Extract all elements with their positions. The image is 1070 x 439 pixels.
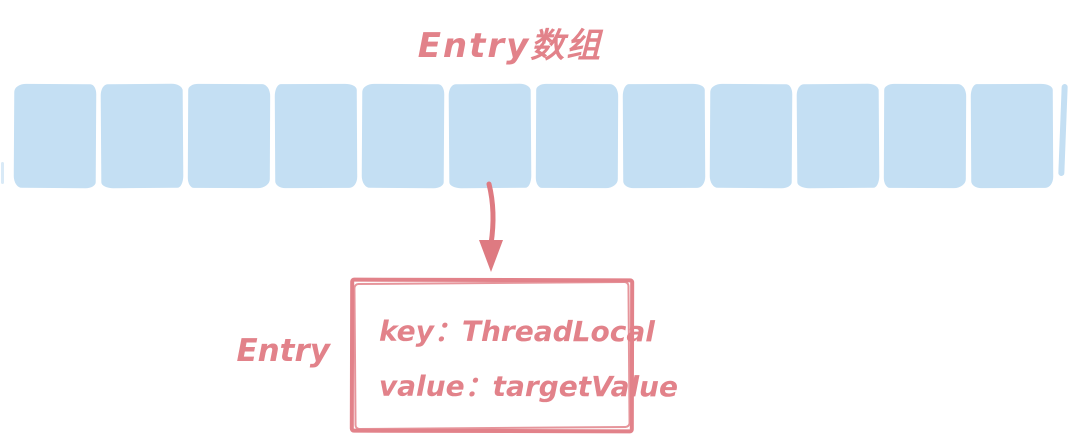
array-cell [883,83,967,189]
array-left-edge-mark [1,162,4,184]
entry-array [13,83,1068,189]
arrow-shaft [486,181,496,247]
array-cell [187,83,271,189]
entry-value-line: value：targetValue [378,369,679,404]
array-cell [622,83,706,189]
array-cell [535,83,619,189]
array-cell [274,83,358,189]
array-cell [13,83,97,189]
array-cell [796,83,880,189]
arrow-head [479,240,503,272]
entry-box: key：ThreadLocal value：targetValue [349,277,679,434]
array-cell [709,83,793,189]
entry-box-lines: key：ThreadLocal value：targetValue [378,304,679,415]
diagram-title: Entry数组 [417,26,603,66]
entry-label: Entry [236,333,330,369]
array-cell-partial [1058,83,1068,177]
array-cell [970,83,1054,189]
array-cell [448,83,532,189]
entry-key-line: key：ThreadLocal [379,314,655,349]
arrow-down-icon [479,181,503,272]
array-cell [361,83,445,189]
array-cell [100,83,184,189]
